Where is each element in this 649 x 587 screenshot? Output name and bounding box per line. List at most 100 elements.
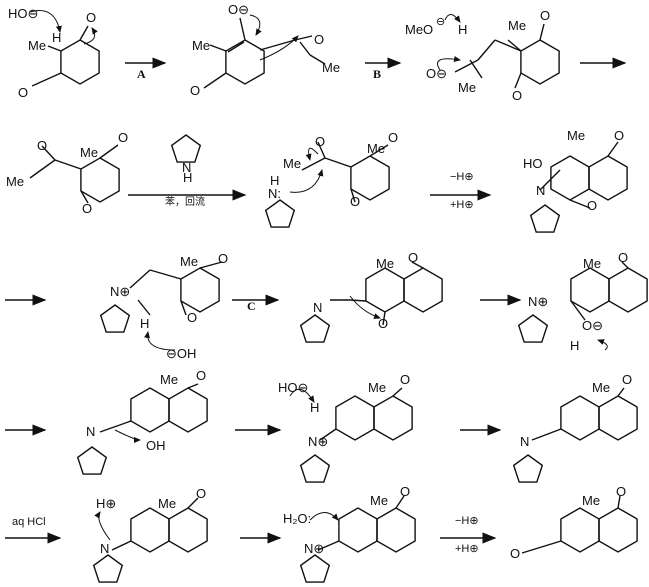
nitrogen-label: N [313, 300, 322, 315]
pyrrolidine-ring [264, 199, 296, 228]
six-membered-ring [180, 267, 220, 313]
six-membered-ring [560, 395, 600, 441]
oxygen-label: O [400, 484, 410, 499]
six-membered-ring [376, 507, 416, 553]
six-membered-ring [373, 395, 413, 441]
oxygen-label: O [614, 128, 624, 143]
oxygen-label: O [196, 368, 206, 383]
bond [239, 17, 246, 41]
oxygen-label: O [512, 88, 522, 103]
methoxide-label: MeO [405, 22, 433, 37]
bond [395, 495, 405, 509]
bond [350, 188, 356, 203]
six-membered-ring [130, 387, 170, 433]
bond [187, 383, 199, 389]
solvent-reflux-label: 苯，回流 [165, 195, 205, 208]
oxygen-label: O [388, 130, 398, 145]
bond [80, 190, 89, 204]
hydrogen-label: H [458, 22, 467, 37]
hydrogen-label: H [52, 30, 61, 45]
curved-arrow [444, 14, 461, 23]
bond [203, 72, 227, 89]
curved-arrow [349, 295, 381, 319]
pyrrolidine-ring [299, 314, 331, 343]
hydrogen-label: H [270, 173, 279, 188]
bond [319, 428, 337, 441]
oxygen-label: O [18, 85, 28, 100]
oxygen-label: O [587, 198, 597, 213]
methyl-label: Me [583, 256, 601, 271]
six-membered-ring [60, 39, 100, 85]
enolate-oxygen-label: O⊖ [426, 66, 447, 81]
oxygen-label: O [37, 138, 47, 153]
plus-proton-label: +H⊕ [455, 543, 479, 555]
curved-arrow [289, 169, 324, 193]
six-membered-ring [168, 507, 208, 553]
bond [392, 387, 403, 397]
step-label-c: C [247, 299, 256, 313]
curved-arrow [249, 14, 262, 36]
pyrrolidine-ring [512, 454, 544, 483]
bond [227, 41, 245, 53]
curved-arrow [289, 388, 315, 403]
minus-proton-label: −H⊕ [455, 515, 479, 527]
bond [299, 41, 311, 56]
bond [539, 23, 545, 41]
bond [469, 59, 483, 79]
iminium-label: N⊕ [528, 294, 548, 309]
bond [317, 540, 340, 551]
bond-lines [5, 10, 648, 583]
bond [514, 72, 522, 89]
curved-arrow [259, 35, 299, 61]
pyrrolidine-ring [299, 454, 331, 483]
nitrogen-label: N [536, 183, 545, 198]
bond [617, 495, 621, 509]
six-membered-ring [403, 267, 443, 313]
curved-arrow [309, 512, 339, 521]
methyl-label: Me [6, 174, 24, 189]
hydrogen-label: H [570, 338, 579, 353]
bond [539, 169, 561, 191]
hydroxide-label: HO⊖ [278, 380, 308, 395]
oxygen-label: O [218, 251, 228, 266]
curved-arrow [29, 10, 62, 33]
methyl-label: Me [458, 80, 476, 95]
methyl-label: Me [567, 128, 585, 143]
curved-arrow [144, 331, 176, 351]
bond [317, 141, 326, 159]
iminium-label: N⊕ [110, 284, 130, 299]
nitrogen-label: N [86, 424, 95, 439]
methyl-label: Me [368, 380, 386, 395]
methyl-label: Me [592, 380, 610, 395]
methyl-label: Me [160, 372, 178, 387]
hydroxyl-label: HO [523, 156, 543, 171]
six-membered-ring [588, 155, 628, 201]
bond [187, 497, 199, 509]
pyrrolidine-ring [299, 554, 331, 583]
step-label-a: A [137, 67, 146, 81]
six-membered-ring [365, 267, 405, 313]
bond [507, 39, 522, 52]
methyl-label: Me [508, 18, 526, 33]
bond [607, 141, 619, 157]
methyl-label: Me [370, 493, 388, 508]
oxygen-label: O [350, 194, 360, 209]
bond [411, 261, 424, 269]
hydroxide-leaving-label: OH [146, 438, 166, 453]
oxygen-label: O [540, 8, 550, 23]
bond [180, 300, 187, 316]
bond [54, 159, 82, 170]
methyl-label: Me [376, 256, 394, 271]
hydroxide-label: ⊖OH [166, 346, 196, 361]
pyrrolidine-ring [517, 314, 549, 343]
bond [31, 72, 62, 87]
methyl-label: Me [28, 38, 46, 53]
curved-arrow [94, 511, 111, 541]
methyl-label: Me [322, 60, 340, 75]
pyrrolidine-ring [170, 134, 202, 163]
bond [79, 25, 89, 41]
bond [47, 45, 62, 52]
pyrrolidine-ring [99, 304, 131, 333]
bond [531, 428, 562, 441]
